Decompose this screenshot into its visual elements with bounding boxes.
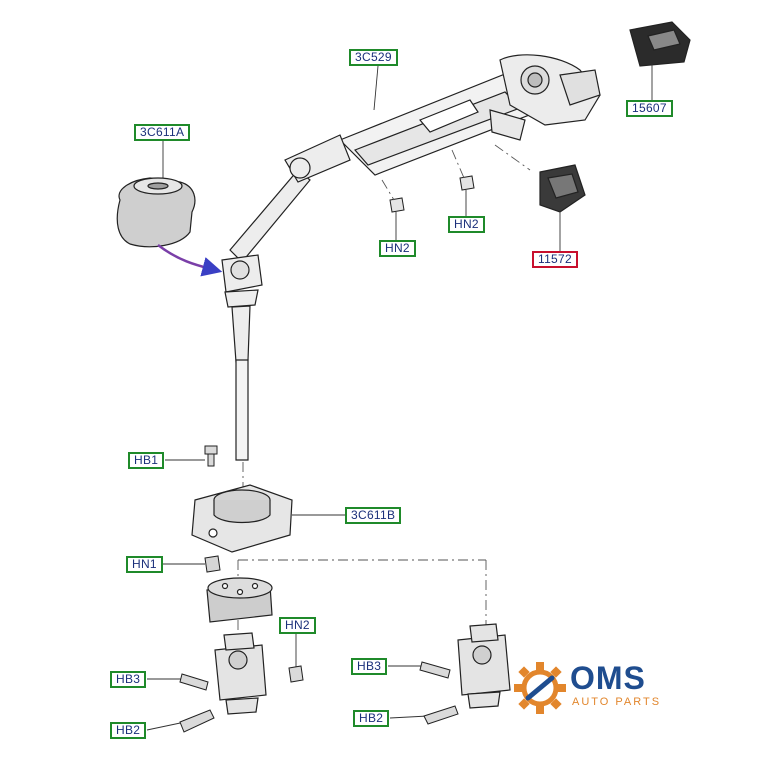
universal-joint-left [214, 632, 267, 715]
intermediate-shaft [221, 134, 351, 461]
clip-hn2-left [389, 197, 405, 213]
label-hb2-right: HB2 [353, 710, 390, 727]
nut-hn2-lower [288, 665, 304, 683]
bolt-hb2-right [423, 705, 459, 725]
label-3c529: 3C529 [349, 49, 398, 66]
highlight-arrow [157, 244, 223, 277]
oms-logo: OMS AUTO PARTS [510, 658, 730, 718]
label-3c611b: 3C611B [345, 507, 402, 524]
rubber-boot-3c611a [116, 177, 196, 248]
ignition-part-11572 [539, 164, 586, 213]
label-hb3-left: HB3 [110, 671, 147, 688]
steering-column-housing [338, 54, 601, 176]
label-hb1: HB1 [128, 452, 165, 469]
bolt-hb3-right [419, 661, 451, 679]
label-hn1: HN1 [126, 556, 163, 573]
label-hn2-left: HN2 [379, 240, 416, 257]
logo-text: OMS [570, 660, 646, 696]
bolt-hb1 [204, 445, 218, 467]
dash-dot-lines [237, 144, 531, 640]
label-hb2-left: HB2 [110, 722, 147, 739]
rubber-coupler [206, 577, 273, 623]
bolt-hb2-left [179, 709, 215, 733]
bolt-hb3-left [179, 673, 209, 691]
label-hn2-lower: HN2 [279, 617, 316, 634]
clip-hn2-right [459, 175, 475, 191]
seal-plate-3c611b [191, 484, 293, 553]
gear-icon [514, 662, 566, 714]
leader-lines [146, 64, 653, 731]
label-hn2-right: HN2 [448, 216, 485, 233]
logo-subtext: AUTO PARTS [572, 696, 662, 708]
universal-joint-right [457, 623, 511, 709]
label-hb3-right: HB3 [351, 658, 388, 675]
label-11572: 11572 [532, 251, 578, 268]
switch-15607 [629, 21, 691, 67]
nut-hn1 [204, 555, 221, 573]
label-15607: 15607 [626, 100, 673, 117]
label-3c611a: 3C611A [134, 124, 191, 141]
